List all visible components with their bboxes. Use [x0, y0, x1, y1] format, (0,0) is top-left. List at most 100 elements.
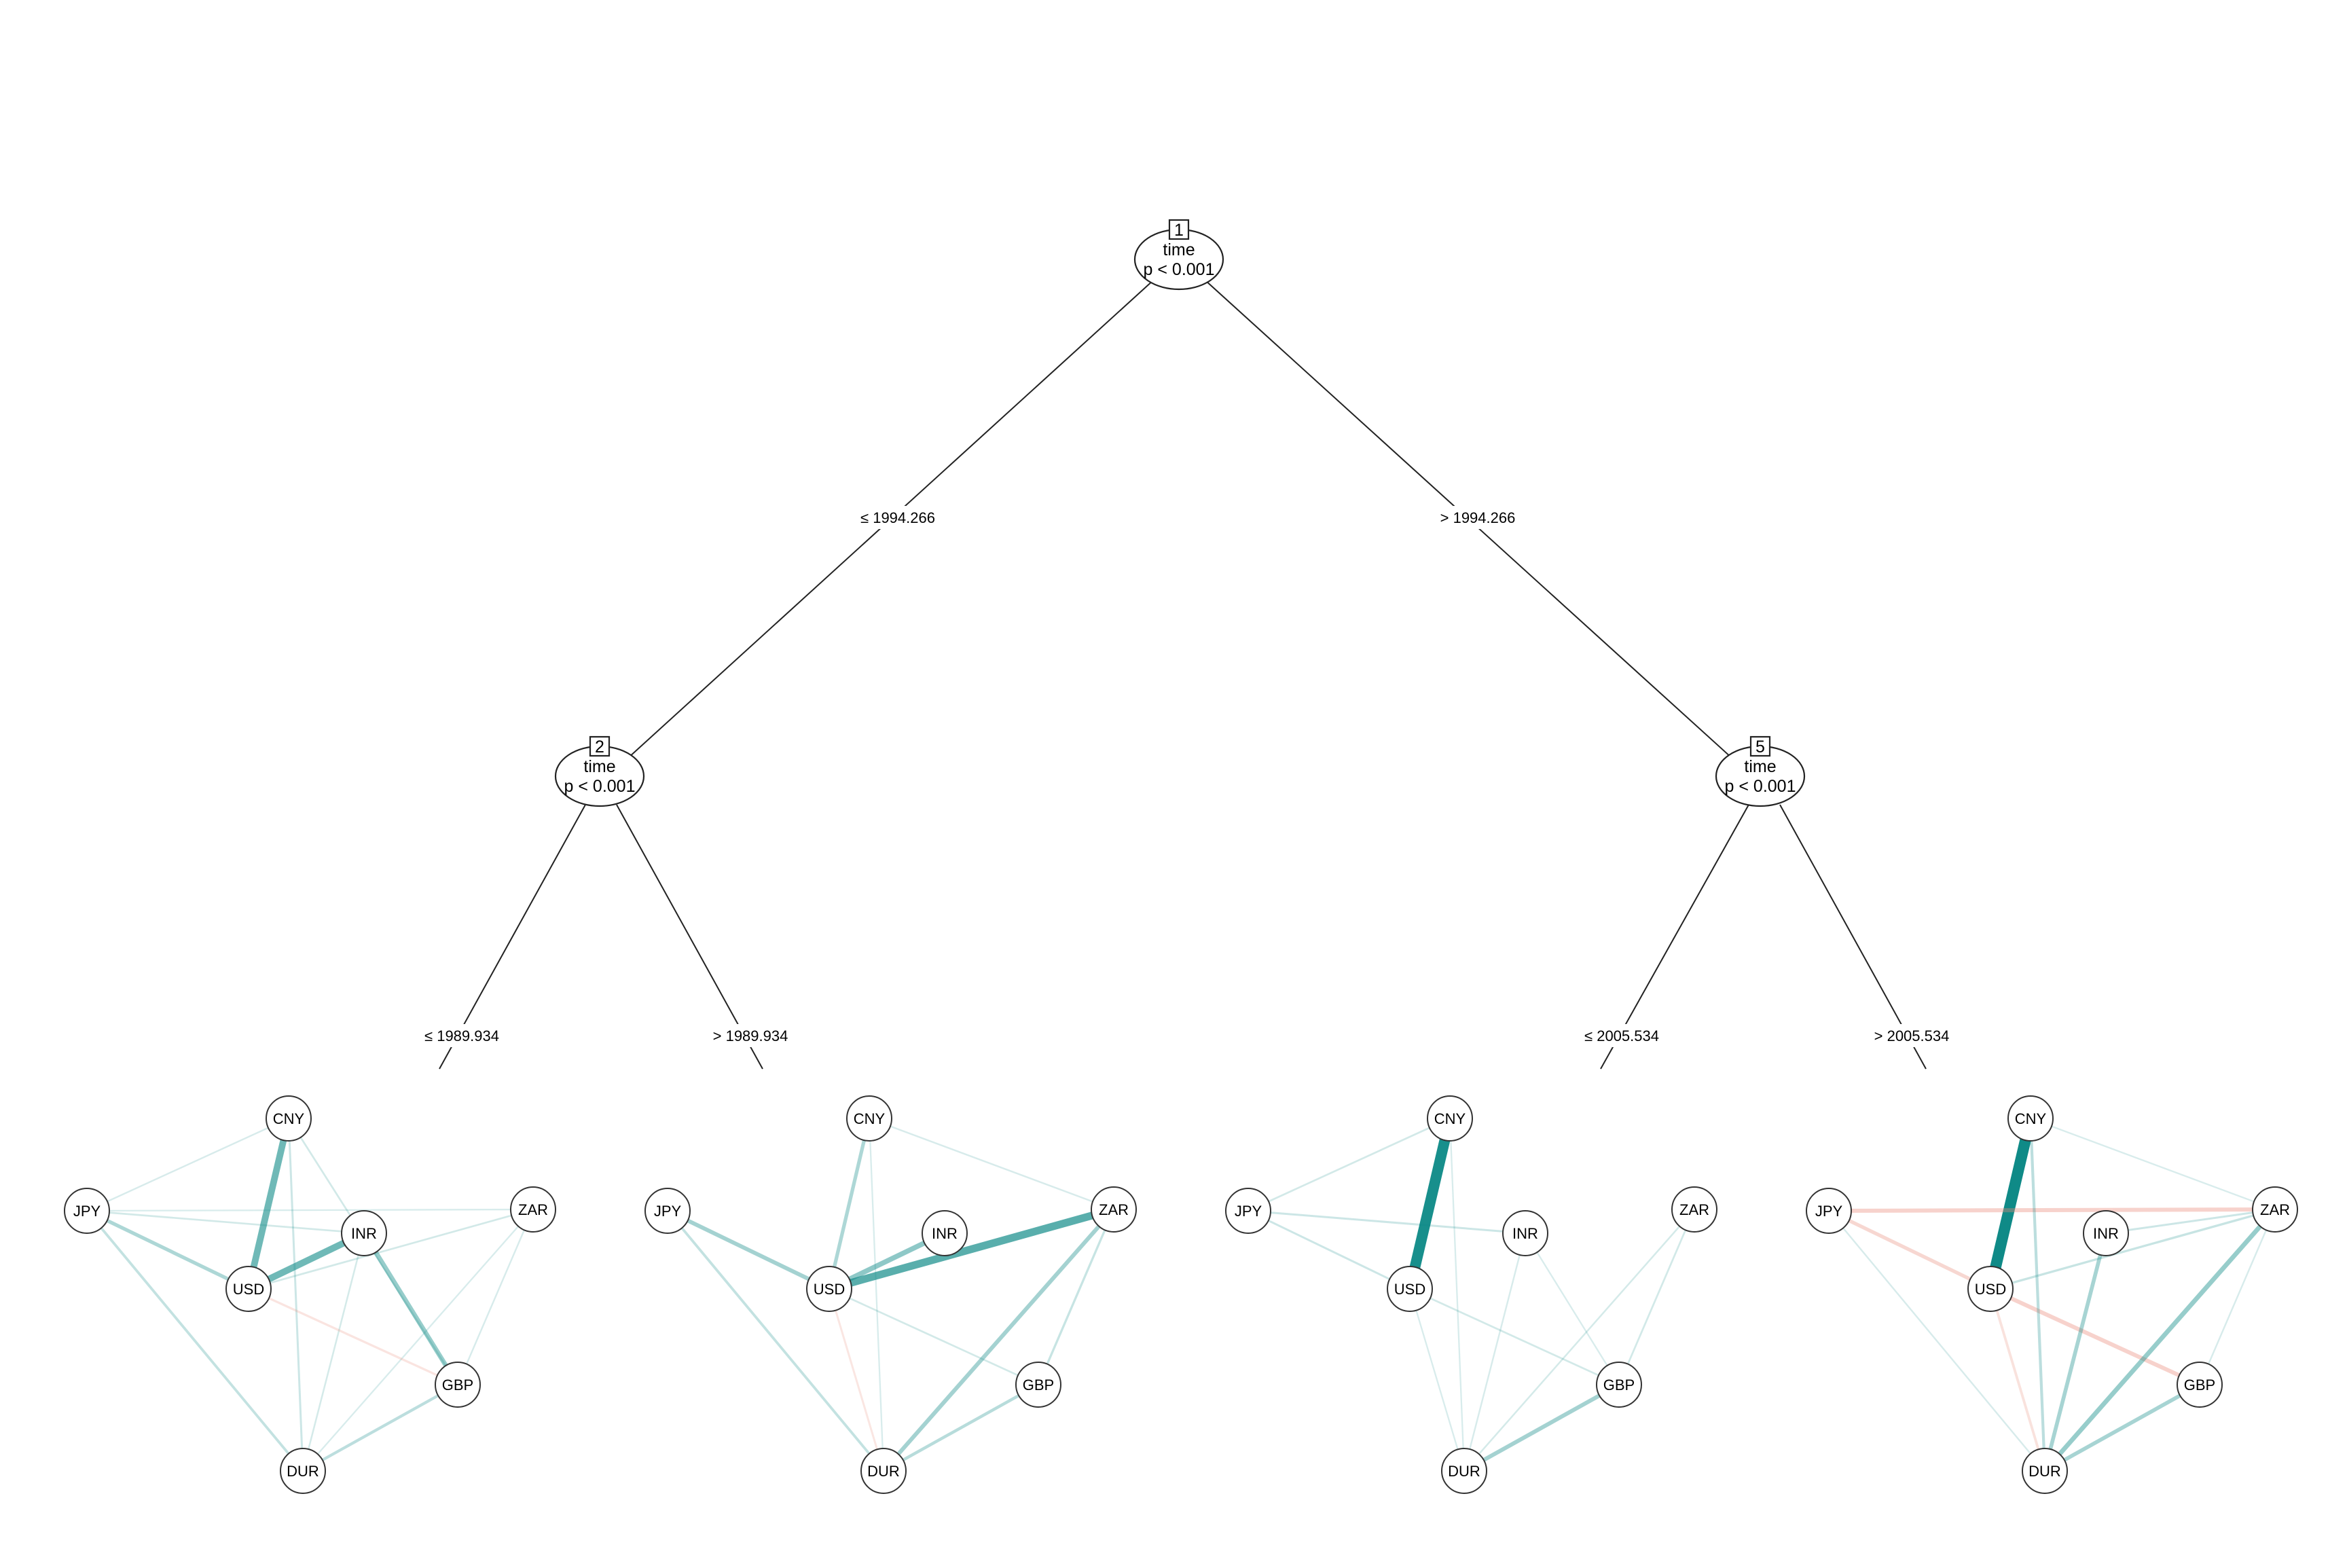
network-node-gbp: GBP — [1596, 1362, 1642, 1408]
network-node-label: DUR — [867, 1463, 900, 1480]
split-label-5-leaf4: > 2005.534 — [1874, 1027, 1950, 1044]
network-node-label: CNY — [1434, 1110, 1466, 1127]
network-node-gbp: GBP — [435, 1362, 481, 1408]
network-node-zar: ZAR — [510, 1186, 556, 1233]
network-node-dur: DUR — [860, 1448, 907, 1494]
inner-node-2: 2 time p < 0.001 — [554, 735, 645, 807]
network-node-label: INR — [1512, 1225, 1538, 1242]
network-node-dur: DUR — [280, 1448, 326, 1494]
network-node-label: JPY — [1815, 1203, 1843, 1220]
network-node-label: GBP — [1023, 1376, 1054, 1393]
network-edge-usd-dur — [828, 1288, 885, 1472]
split-label: ≤ 1989.934 — [413, 1024, 508, 1047]
network-node-label: ZAR — [518, 1201, 548, 1218]
network-edge-gbp-dur — [2043, 1383, 2201, 1473]
network-node-inr: INR — [1502, 1210, 1548, 1256]
network-node-usd: USD — [1387, 1266, 1433, 1312]
network-node-usd: USD — [1967, 1266, 2014, 1312]
network-node-label: USD — [1975, 1281, 2006, 1298]
node-variable: time — [1744, 757, 1776, 776]
network-node-dur: DUR — [2022, 1448, 2068, 1494]
network-edge-jpy-dur — [666, 1209, 885, 1472]
node-pvalue: p < 0.001 — [1725, 777, 1796, 796]
network-edge-usd-zar — [828, 1205, 1115, 1293]
network-node-label: JPY — [654, 1203, 682, 1220]
network-edge-zar-dur — [302, 1209, 534, 1472]
network-node-label: USD — [814, 1281, 845, 1298]
network-edge-gbp-dur — [302, 1383, 459, 1472]
network-node-jpy: JPY — [64, 1188, 110, 1234]
network-node-gbp: GBP — [1015, 1362, 1061, 1408]
network-edge-cny-dur — [287, 1118, 304, 1472]
network-node-label: USD — [233, 1281, 264, 1298]
network-edge-zar-dur — [881, 1208, 1116, 1472]
network-edge-usd-gbp — [1989, 1287, 2201, 1387]
leaf-network-2: CNY JPY INR ZAR USD GBP DUR — [644, 1095, 1137, 1494]
network-edge-cny-usd — [827, 1118, 871, 1290]
leaf-network-3: CNY JPY INR ZAR USD GBP DUR — [1225, 1095, 1717, 1494]
node-id-box — [589, 735, 611, 757]
network-node-label: CNY — [854, 1110, 886, 1127]
network-edge-inr-zar — [2105, 1208, 2276, 1235]
network-edge-usd-gbp — [1409, 1288, 1620, 1386]
network-edge-usd-gbp — [829, 1288, 1039, 1386]
network-edge-zar-gbp — [1618, 1209, 1696, 1385]
network-edge-cny-dur — [1449, 1118, 1466, 1472]
node-variable: time — [1163, 240, 1195, 259]
network-edge-jpy-zar — [86, 1208, 534, 1212]
network-node-inr: INR — [341, 1210, 387, 1256]
network-edge-inr-gbp — [362, 1232, 460, 1386]
network-node-gbp: GBP — [2177, 1362, 2223, 1408]
split-label: ≤ 2005.534 — [1574, 1024, 1669, 1047]
network-node-cny: CNY — [846, 1095, 892, 1142]
network-edge-jpy-dur — [86, 1209, 304, 1472]
network-edge-jpy-inr — [1248, 1209, 1526, 1235]
network-node-label: USD — [1394, 1281, 1425, 1298]
network-edge-zar-dur — [1463, 1209, 1695, 1472]
network-node-dur: DUR — [1441, 1448, 1487, 1494]
network-node-inr: INR — [922, 1210, 968, 1256]
split-label-5-leaf3: ≤ 2005.534 — [1584, 1027, 1659, 1044]
network-edge-gbp-dur — [882, 1383, 1040, 1472]
network-node-label: JPY — [1235, 1203, 1262, 1220]
network-node-label: DUR — [287, 1463, 319, 1480]
network-edge-cny-jpy — [86, 1117, 289, 1212]
network-edge-jpy-usd — [666, 1209, 831, 1291]
network-node-label: GBP — [1603, 1376, 1635, 1393]
network-edge-cny-usd — [1984, 1117, 2037, 1290]
network-edge-usd-dur — [1408, 1288, 1466, 1472]
network-node-zar: ZAR — [1671, 1186, 1717, 1233]
network-edge-gbp-dur — [1463, 1383, 1620, 1473]
split-label-1-5: > 1994.266 — [1440, 509, 1516, 526]
network-node-label: JPY — [73, 1203, 101, 1220]
network-node-label: CNY — [273, 1110, 305, 1127]
network-edge-cny-dur — [2028, 1118, 2047, 1472]
network-node-cny: CNY — [2007, 1095, 2054, 1142]
split-label-2-leaf1: ≤ 1989.934 — [424, 1027, 499, 1044]
network-edge-cny-usd — [1404, 1117, 1455, 1290]
network-edge-zar-gbp — [2198, 1209, 2276, 1385]
node-id-box — [1168, 219, 1190, 240]
network-node-jpy: JPY — [1806, 1188, 1852, 1234]
inner-node-1: 1 time p < 0.001 — [1133, 219, 1224, 291]
network-edge-jpy-zar — [1828, 1207, 2276, 1213]
network-node-label: INR — [351, 1225, 377, 1242]
network-edge-zar-dur — [2043, 1207, 2277, 1473]
leaf-network-1: CNY JPY INR ZAR USD GBP DUR — [64, 1095, 556, 1494]
network-node-label: ZAR — [2260, 1201, 2290, 1218]
network-edge-inr-dur — [302, 1233, 365, 1472]
network-edge-usd-zar — [1990, 1208, 2276, 1290]
network-node-zar: ZAR — [2252, 1186, 2298, 1233]
split-label: > 2005.534 — [1864, 1024, 1959, 1047]
network-edge-cny-zar — [2030, 1117, 2276, 1211]
network-node-zar: ZAR — [1091, 1186, 1137, 1233]
network-edge-usd-gbp — [248, 1288, 458, 1386]
network-edge-inr-dur — [1463, 1233, 1527, 1472]
network-edge-jpy-usd — [1248, 1209, 1411, 1290]
network-edge-jpy-inr — [86, 1209, 365, 1235]
network-edge-usd-zar — [248, 1208, 534, 1290]
network-node-label: GBP — [442, 1376, 473, 1393]
network-node-label: ZAR — [1679, 1201, 1709, 1218]
